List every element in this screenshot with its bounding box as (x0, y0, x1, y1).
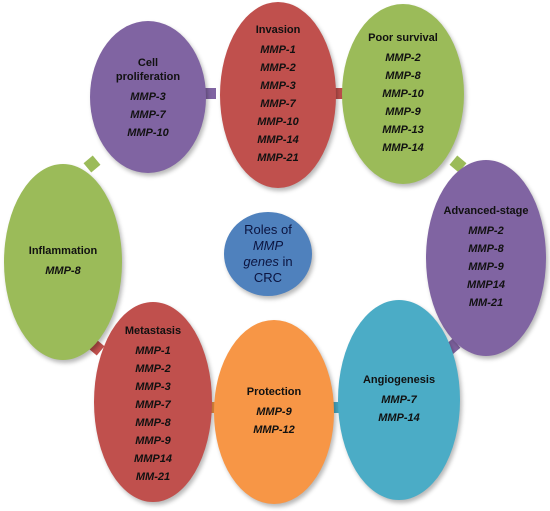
gene-list: MMP-8 (45, 262, 80, 280)
gene-label: MMP-7 (130, 109, 166, 121)
center-node: Roles of MMP genes in CRC (224, 212, 312, 296)
gene-label: MMP-9 (256, 406, 292, 418)
gene-label: MMP-12 (253, 424, 295, 436)
gene-label: MMP-2 (260, 62, 296, 74)
center-label: MMP (252, 238, 284, 253)
connector-cell-proliferation-inflammation (83, 155, 101, 173)
center-label: CRC (253, 270, 283, 285)
gene-label: MMP-8 (135, 417, 171, 429)
gene-label: MMP-7 (135, 399, 171, 411)
gene-label: MMP-8 (468, 243, 504, 255)
gene-label: MMP-9 (385, 106, 421, 118)
gene-label: MMP-9 (135, 435, 171, 447)
node-title: Angiogenesis (362, 374, 436, 386)
gene-label: MMP-14 (378, 412, 420, 424)
connector-invasion-poor-survival (332, 88, 346, 99)
gene-label: MMP-13 (382, 124, 424, 136)
gene-label: MMP-7 (381, 394, 417, 406)
gene-label: MMP-1 (135, 345, 171, 357)
gene-label: MMP-2 (135, 363, 171, 375)
gene-label: MMP-1 (260, 44, 296, 56)
gene-label: MMP-2 (468, 225, 504, 237)
gene-label: MMP-8 (45, 265, 81, 277)
gene-label: MMP-10 (127, 127, 169, 139)
node-inflammation: Inflammation MMP-8 (4, 164, 122, 360)
node-title: proliferation (115, 71, 181, 83)
gene-label: MMP-8 (385, 70, 421, 82)
connector-cell-proliferation-invasion (202, 88, 216, 99)
center-label: Roles of (244, 222, 292, 237)
gene-label: MM-21 (135, 471, 171, 483)
node-title: Invasion (255, 24, 301, 36)
gene-label: MMP14 (134, 453, 172, 465)
gene-label: MMP-3 (130, 91, 166, 103)
node-title: Cell (137, 57, 159, 69)
connector-protection-angiogenesis (328, 402, 342, 413)
node-title: Advanced-stage (443, 205, 529, 217)
gene-label: MMP-2 (385, 52, 421, 64)
gene-label: MMP-14 (382, 142, 424, 154)
gene-label: MMP-3 (260, 80, 296, 92)
node-title: Inflammation (28, 245, 98, 257)
node-title: Poor survival (368, 32, 438, 44)
node-title: Metastasis (124, 325, 182, 337)
gene-label: MMP-10 (257, 116, 299, 128)
gene-label: MMP14 (467, 279, 505, 291)
gene-label: MMP-14 (257, 134, 299, 146)
gene-label: MMP-7 (260, 98, 296, 110)
gene-label: MM-21 (468, 297, 504, 309)
node-title: Protection (246, 386, 302, 398)
center-label: genes in (243, 254, 293, 269)
gene-label: MMP-3 (135, 381, 171, 393)
gene-label: MMP-9 (468, 261, 504, 273)
gene-label: MMP-21 (257, 152, 299, 164)
gene-label: MMP-10 (382, 88, 424, 100)
